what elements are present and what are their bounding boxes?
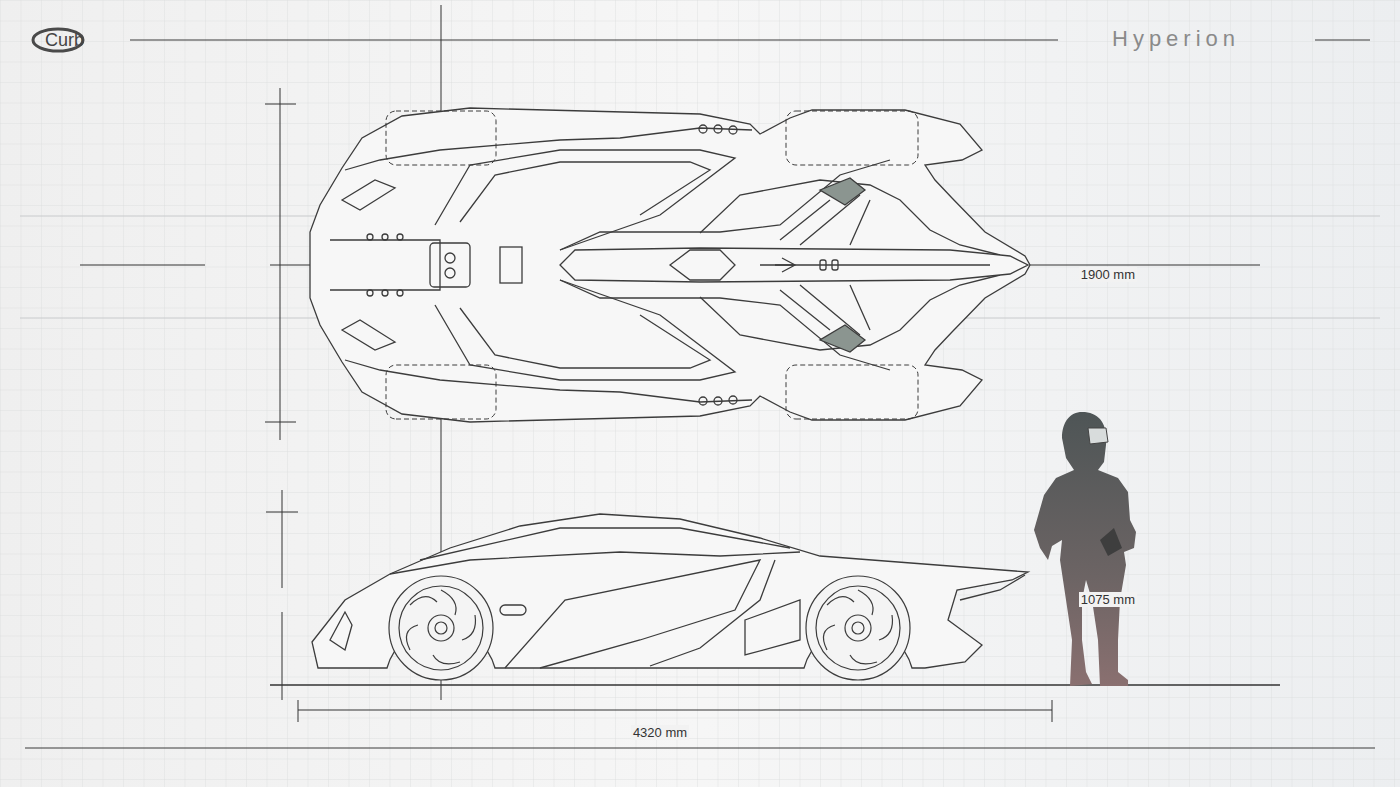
dimension-label: 4320 mm	[631, 725, 689, 740]
wheels	[389, 576, 910, 680]
dimension-label: 1075 mm	[1079, 592, 1137, 607]
top-view	[310, 108, 1030, 422]
model-name: Hyperion	[1112, 26, 1240, 52]
brand-logo: Curb	[45, 30, 84, 51]
frame-lines	[25, 40, 1375, 748]
dimension-label: 1900 mm	[1079, 267, 1137, 282]
dimension-lines	[80, 5, 1280, 722]
person-silhouette	[1034, 412, 1136, 686]
